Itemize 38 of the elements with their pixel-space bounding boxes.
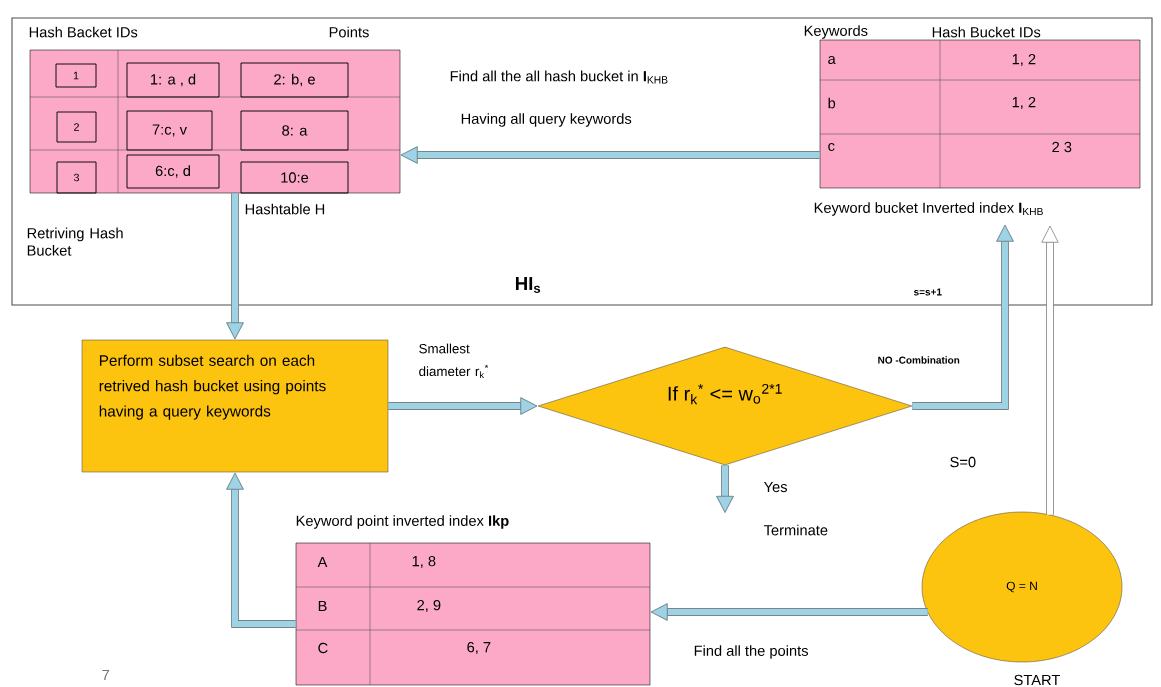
cell-box: 6:c, d (126, 154, 220, 189)
process-box: Perform subset search on each retrived hash bucket using points having a query keywords (81, 339, 389, 473)
table-cell: 2, 9 (417, 599, 441, 613)
table-cell: a (828, 56, 836, 65)
cell-box: 1: a , d (126, 62, 220, 98)
note: Having all query keywords (461, 113, 632, 127)
node-label: Keywords (804, 25, 868, 39)
cell-box: 7:c, v (126, 110, 213, 151)
table-cell: A (317, 557, 328, 568)
edge-label: Find all the points (694, 645, 808, 659)
cell-box: 10:e (240, 161, 349, 194)
table-cell: 2 3 (1052, 141, 1072, 153)
node-label: Keyword bucket Inverted index I$_{KHB}$ (814, 202, 1043, 216)
terminal-label: Terminate (763, 524, 828, 536)
step-label: s=s+1 (913, 288, 942, 296)
table-cell: b (828, 97, 836, 109)
cell-box: 2: b, e (240, 62, 349, 98)
cell-box: 8: a (240, 110, 349, 151)
cell-box: 1 (55, 63, 97, 88)
table-cell: 6, 7 (467, 641, 491, 655)
cell-box: 3 (56, 161, 97, 194)
node-label: Keyword point inverted index Ikp (296, 515, 509, 529)
table-cell: 1, 8 (412, 555, 436, 569)
page-number: 7 (102, 669, 110, 681)
edge-label: Smallest diameter r$_{k}$* (419, 343, 489, 379)
edge-label: Yes (763, 481, 787, 493)
node-label: START (1014, 674, 1060, 686)
table-cell: 1, 2 (1012, 96, 1036, 110)
note: Find all the all hash bucket in I$_{KHB}$ (450, 70, 668, 84)
table-cell: C (318, 642, 328, 654)
node-label: Hash Bucket IDs (932, 26, 1041, 38)
cell-box: 2 (56, 111, 97, 143)
note: Retriving Hash Bucket (27, 227, 123, 256)
table-cell: 1, 2 (1012, 53, 1036, 67)
table-cell: B (318, 601, 327, 612)
step-label: S=0 (950, 456, 976, 468)
node-label: Hashtable H (245, 203, 325, 215)
table-cell: c (828, 143, 835, 152)
